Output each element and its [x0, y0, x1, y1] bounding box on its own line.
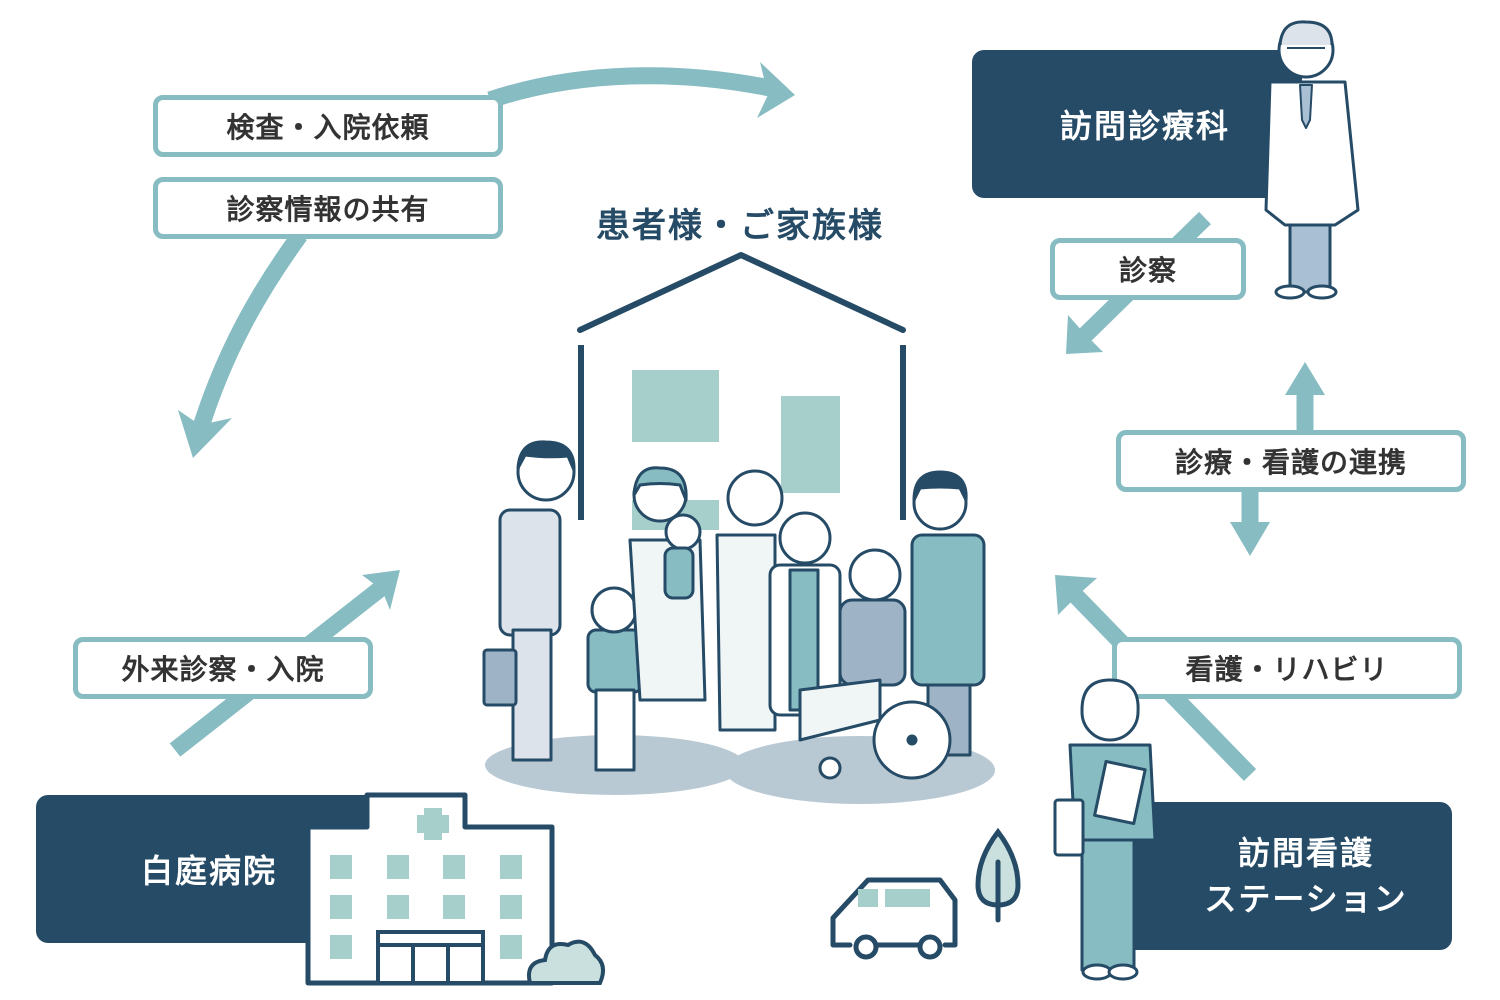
hospital-name: 白庭病院 [141, 852, 278, 890]
nursing-station-box: 訪問看護 ステーション [1100, 802, 1452, 950]
care-coordination-label: 診療・看護の連携 [1116, 430, 1466, 492]
man-figure [482, 440, 576, 762]
bush-icon [527, 939, 606, 985]
house-icon [577, 252, 906, 530]
wheelchair-user-figure [798, 548, 952, 780]
arrow-to-clinic [487, 67, 772, 109]
station-name-line2: ステーション [1204, 880, 1408, 918]
tree-icon [975, 827, 1021, 923]
elderly-woman-figure [768, 511, 842, 717]
nursing-rehab-label: 看護・リハビリ [1112, 637, 1462, 699]
outpatient-admission-label: 外来診察・入院 [73, 637, 373, 699]
share-exam-info-label: 診察情報の共有 [153, 177, 503, 239]
car-icon [830, 877, 958, 960]
station-name-line1: 訪問看護 [1237, 834, 1374, 872]
caregiver-figure [910, 470, 986, 757]
patients-and-families-title: 患者様・ご家族様 [596, 206, 884, 246]
exam-admission-request-label: 検査・入院依頼 [153, 95, 503, 157]
home-clinic-name: 訪問診療科 [1060, 107, 1231, 145]
examination-label: 診察 [1050, 238, 1246, 300]
arrow-to-hospital [191, 230, 307, 433]
mother-with-baby-figure [628, 466, 707, 702]
home-clinic-box: 訪問診療科 [972, 50, 1302, 198]
woman-figure [715, 469, 784, 732]
